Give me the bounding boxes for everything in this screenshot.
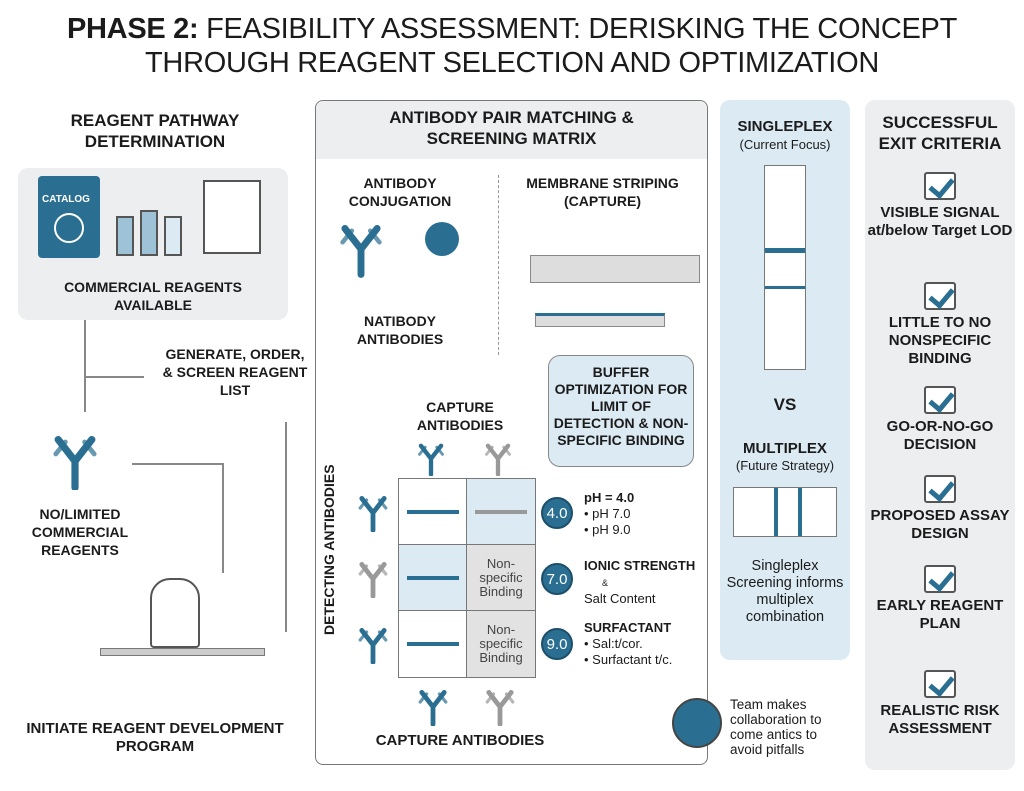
connector-line [84, 376, 144, 378]
checkbox-icon [924, 565, 956, 593]
exit-criterion: VISIBLE SIGNAL at/below Target LOD [865, 172, 1015, 240]
exit-criterion: REALISTIC RISK ASSESSMENT [865, 670, 1015, 738]
exit-criterion: EARLY REAGENT PLAN [865, 565, 1015, 633]
conjugation-label: ANTIBODY CONJUGATION [348, 175, 452, 209]
surfactant-badge: 9.0 [541, 628, 573, 660]
catalog-icon: CATALOG [38, 176, 100, 258]
generate-reagent-list-label: GENERATE, ORDER, & SCREEN REAGENT LIST [162, 346, 308, 398]
antibody-icon [338, 218, 384, 278]
multiplex-label: MULTIPLEX [743, 440, 827, 457]
membrane-striping-label: MEMBRANE STRIPING (CAPTURE) [526, 175, 679, 209]
checkbox-icon [924, 386, 956, 414]
checkbox-icon [924, 475, 956, 503]
singleplex-sub: (Current Focus) [739, 137, 831, 152]
scientist-icon [150, 578, 200, 648]
capture-antibody-icon [480, 686, 520, 726]
nanoparticle-icon [425, 222, 459, 256]
exit-criterion: LITTLE TO NO NONSPECIFIC BINDING [865, 282, 1015, 368]
ionic-options: IONIC STRENGTH&Salt Content [584, 558, 696, 606]
capture-antibody-icon [413, 440, 449, 476]
detecting-antibody-icon [355, 624, 391, 664]
no-limited-reagents-label: NO/LIMITED COMMERCIAL REAGENTS [31, 506, 129, 558]
checkbox-icon [924, 670, 956, 698]
connector-line [132, 463, 222, 465]
exit-criterion: PROPOSED ASSAY DESIGN [865, 475, 1015, 543]
detecting-antibody-icon [355, 558, 391, 598]
checkbox-icon [924, 282, 956, 310]
membrane-strip [535, 313, 665, 327]
detecting-antibodies-label: DETECTING ANTIBODIES [321, 464, 337, 635]
matrix-cell [398, 610, 468, 678]
capture-antibodies-top-label: CAPTURE ANTIBODIES [416, 399, 504, 433]
detecting-antibody-icon [355, 492, 391, 532]
vs-label: VS [773, 395, 797, 414]
matrix-cell [398, 544, 468, 612]
multiplex-strip [733, 487, 837, 537]
matrix-cell-nonspecific: Non-specific Binding [466, 610, 536, 678]
matrix-cell-nonspecific: Non-specific Binding [466, 544, 536, 612]
exit-criteria-heading: SUCCESSFUL EXIT CRITERIA [878, 113, 1002, 153]
matrix-heading: ANTIBODY PAIR MATCHING & SCREENING MATRI… [316, 101, 707, 159]
capture-antibodies-bottom-label: CAPTURE ANTIBODIES [375, 732, 545, 749]
plex-note: Singleplex Screening informs multiplex c… [726, 558, 844, 625]
singleplex-label: SINGLEPLEX [737, 118, 833, 135]
commercial-reagents-label: COMMERCIAL REAGENTS AVAILABLE [64, 279, 242, 313]
capture-antibody-icon [480, 440, 516, 476]
multiplex-sub: (Future Strategy) [735, 458, 835, 473]
natibody-label: NATIBODY ANTIBODIES [356, 313, 444, 347]
ionic-badge: 7.0 [541, 563, 573, 595]
connector-line [222, 463, 224, 573]
ph-options: pH = 4.0• pH 7.0• pH 9.0 [584, 490, 635, 537]
membrane-strip [530, 255, 700, 283]
initiate-development-label: INITIATE REAGENT DEVELOPMENT PROGRAM [26, 720, 284, 755]
screening-matrix-panel [315, 100, 708, 765]
buffer-optimization-callout: BUFFER OPTIMIZATION FOR LIMIT OF DETECTI… [548, 355, 694, 467]
commercial-reagents-box: CATALOG COMMERCIAL REAGENTS AVAILABLE [18, 168, 288, 320]
connector-line [84, 320, 86, 412]
exit-criteria-panel [865, 100, 1015, 770]
singleplex-strip [764, 165, 806, 370]
document-icon [203, 180, 261, 254]
team-icon [672, 698, 722, 748]
capture-antibody-icon [413, 686, 453, 726]
lab-bench-icon [100, 648, 265, 656]
team-note: Team makes collaboration to come antics … [730, 697, 822, 757]
matrix-cell [398, 478, 468, 546]
page-title: PHASE 2: FEASIBILITY ASSESSMENT: DERISKI… [66, 13, 957, 79]
antibody-icon [45, 430, 105, 490]
ph-badge: 4.0 [541, 497, 573, 529]
reagent-pathway-heading: REAGENT PATHWAY DETERMINATION [70, 111, 240, 151]
exit-criterion: GO-OR-NO-GO DECISION [865, 386, 1015, 454]
vials-icon [116, 208, 196, 256]
divider [498, 175, 499, 355]
checkbox-icon [924, 172, 956, 200]
connector-line [285, 422, 287, 632]
surfactant-options: SURFACTANT• Sal:t/cor.• Surfactant t/c. [584, 620, 673, 667]
matrix-cell [466, 478, 536, 546]
